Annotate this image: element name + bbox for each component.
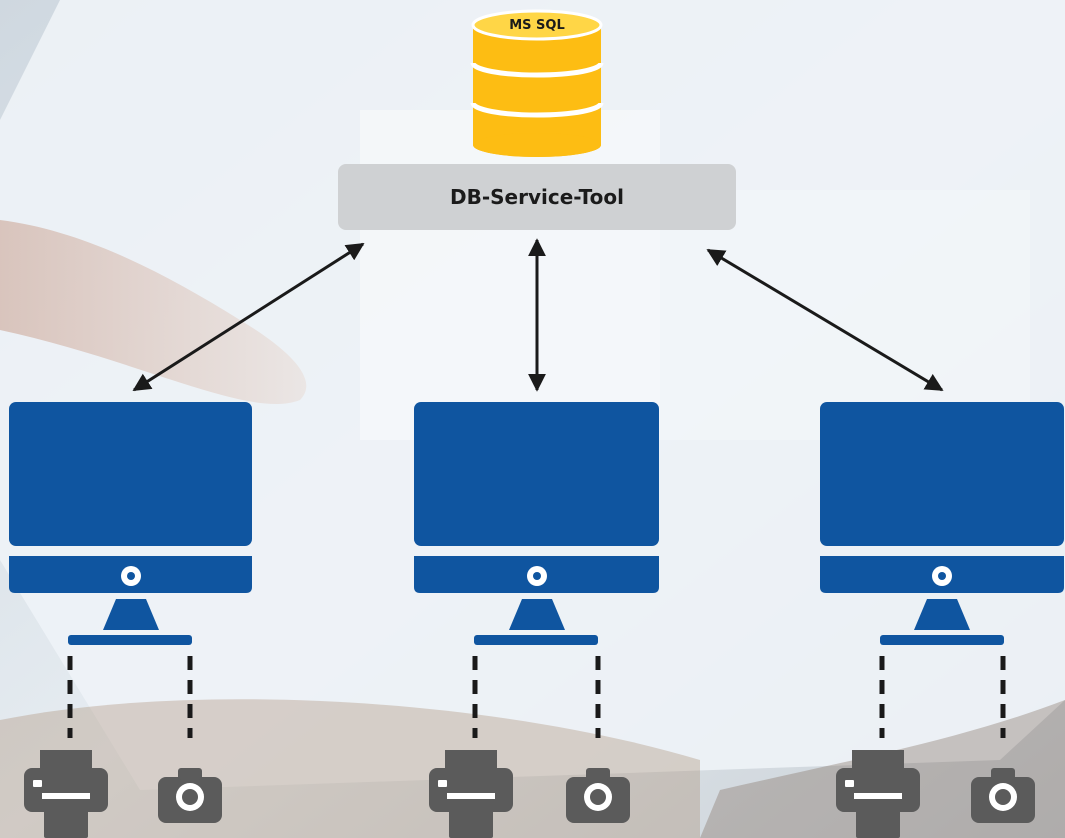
database-label: MS SQL [509, 18, 565, 33]
workstation-1 [9, 402, 252, 838]
printer-icon [24, 750, 108, 838]
database-cylinder-icon [470, 9, 604, 157]
monitor-icon [414, 402, 659, 645]
connection-arrow-right [706, 248, 944, 392]
camera-icon [971, 768, 1035, 823]
monitor-icon [9, 402, 252, 645]
camera-icon [158, 768, 222, 823]
workstation-3 [820, 402, 1064, 838]
monitor-icon [820, 402, 1064, 645]
service-tool-box [338, 164, 736, 230]
service-tool-label: DB-Service-Tool [450, 185, 624, 209]
camera-icon [566, 768, 630, 823]
printer-icon [429, 750, 513, 838]
connection-arrow-left [132, 242, 365, 392]
printer-icon [836, 750, 920, 838]
workstation-2 [414, 402, 659, 838]
